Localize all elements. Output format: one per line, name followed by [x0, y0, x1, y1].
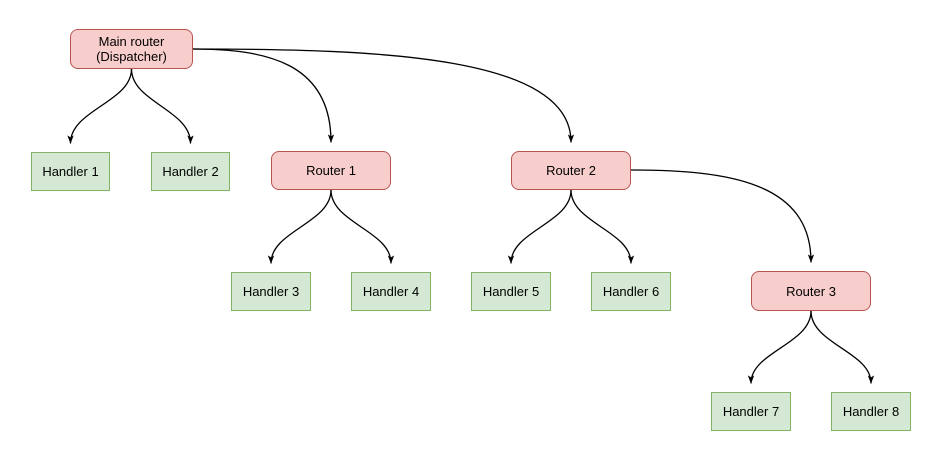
edge-main-to-router-1 [192, 48, 335, 143]
edge-router-2-to-handler-6 [570, 189, 635, 264]
node-label-handler-7: Handler 7 [722, 404, 780, 419]
edge-main-to-handler-1 [67, 68, 133, 144]
node-handler-1[interactable]: Handler 1 [31, 152, 110, 191]
node-main-router[interactable]: Main router (Dispatcher) [70, 29, 193, 69]
node-handler-6[interactable]: Handler 6 [591, 272, 671, 311]
node-label-handler-2: Handler 2 [162, 164, 219, 179]
edge-router-3-to-handler-7 [747, 310, 812, 384]
edge-router-1-to-handler-3 [267, 189, 332, 264]
node-label-handler-3: Handler 3 [242, 284, 300, 299]
edge-main-to-handler-2 [130, 68, 194, 144]
edge-router-2-to-handler-5 [507, 189, 572, 264]
node-router-2[interactable]: Router 2 [511, 151, 631, 190]
node-handler-7[interactable]: Handler 7 [711, 392, 791, 431]
node-handler-2[interactable]: Handler 2 [151, 152, 230, 191]
node-label-handler-8: Handler 8 [842, 404, 900, 419]
node-handler-4[interactable]: Handler 4 [351, 272, 431, 311]
edge-router-3-to-handler-8 [810, 310, 875, 384]
node-label-router-1: Router 1 [306, 163, 356, 178]
edge-path-group [67, 48, 875, 384]
node-handler-5[interactable]: Handler 5 [471, 272, 551, 311]
node-label-handler-4: Handler 4 [362, 284, 420, 299]
node-handler-3[interactable]: Handler 3 [231, 272, 311, 311]
node-router-3[interactable]: Router 3 [751, 271, 871, 311]
edge-router-1-to-handler-4 [330, 189, 395, 264]
node-label-handler-6: Handler 6 [602, 284, 660, 299]
node-label-main-router: Main router (Dispatcher) [96, 34, 167, 64]
node-label-router-3: Router 3 [786, 283, 836, 299]
node-label-handler-1: Handler 1 [42, 164, 99, 179]
node-router-1[interactable]: Router 1 [271, 151, 391, 190]
edge-main-to-router-2 [192, 48, 575, 143]
node-handler-8[interactable]: Handler 8 [831, 392, 911, 431]
node-label-router-2: Router 2 [546, 163, 596, 178]
edge-router-2-to-router-3 [630, 169, 815, 263]
node-label-handler-5: Handler 5 [482, 284, 540, 299]
